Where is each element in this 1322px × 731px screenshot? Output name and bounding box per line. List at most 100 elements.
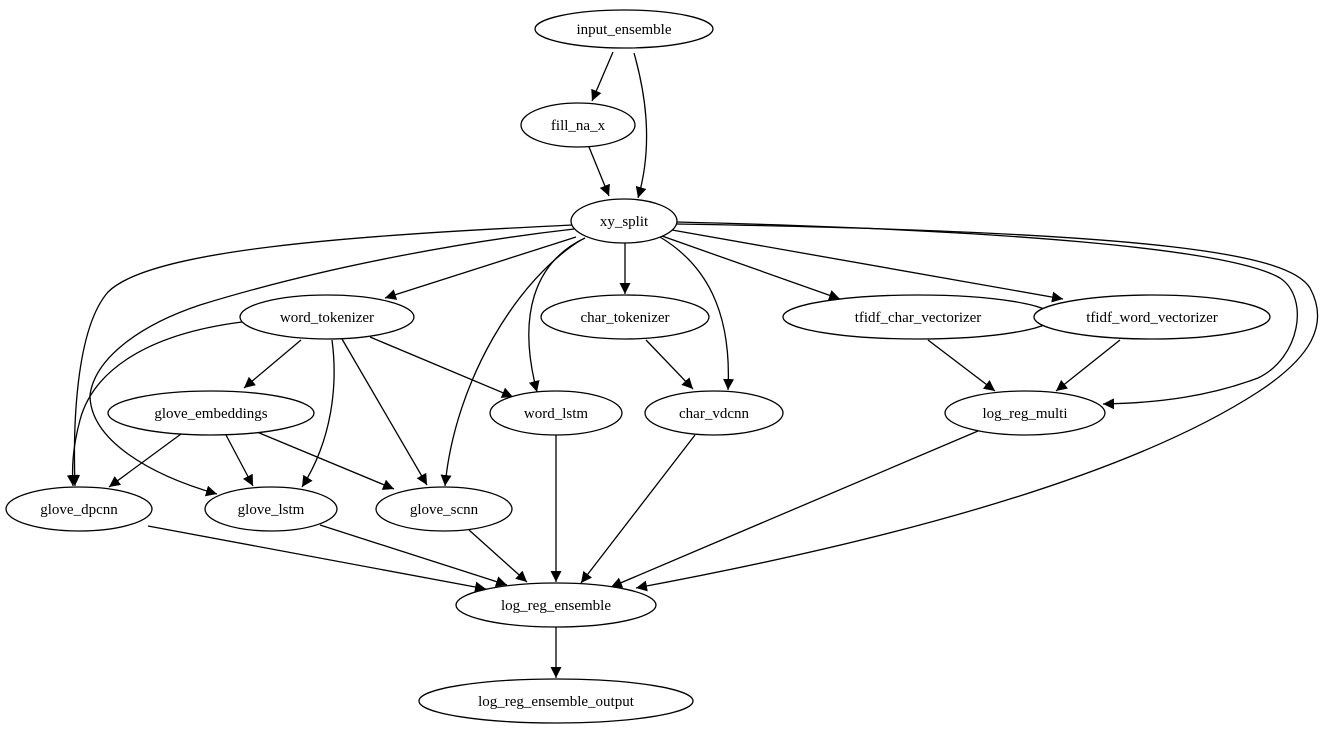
edge-glove-dpcnn-to-log-reg-ensemble (147, 525, 487, 593)
edge-fill-na-x-to-xy-split (588, 146, 610, 197)
edge-arrow (1055, 339, 1121, 392)
node-label: log_reg_ensemble (501, 598, 611, 614)
node-label: glove_lstm (238, 502, 305, 518)
edge-arrow (89, 228, 575, 497)
edge-arrow (319, 524, 508, 587)
node-label: char_vdcnn (679, 406, 749, 422)
node-label: log_reg_ensemble_output (478, 694, 635, 710)
edge-arrow (225, 434, 254, 487)
node-char-vdcnn: char_vdcnn (644, 390, 784, 436)
node-shape (455, 582, 657, 628)
edge-arrow (69, 224, 573, 487)
edge-layer (66, 51, 1319, 678)
edge-word-tokenizer-to-glove-scnn (341, 338, 428, 486)
edge-glove-embeddings-to-glove-lstm (225, 434, 254, 487)
edge-arrow (635, 223, 1319, 592)
edge-word-tokenizer-to-glove-dpcnn (66, 321, 243, 487)
edge-arrow (369, 336, 514, 398)
edge-arrow (256, 431, 395, 490)
edge-arrow (591, 51, 614, 102)
node-label: xy_split (600, 214, 649, 230)
edge-char-vdcnn-to-log-reg-ensemble (580, 434, 696, 584)
edge-word-tokenizer-to-glove-lstm (301, 339, 335, 488)
edge-xy-split-to-tfidf-char-vectorizer (661, 235, 841, 301)
edge-arrow (384, 236, 577, 300)
node-fill-na-x: fill_na_x (520, 102, 636, 148)
node-shape (375, 486, 513, 532)
node-input-ensemble: input_ensemble (534, 9, 714, 49)
node-tfidf-char-vectorizer: tfidf_char_vectorizer (782, 294, 1054, 340)
node-shape (204, 486, 338, 532)
node-shape (1033, 294, 1271, 340)
node-glove-lstm: glove_lstm (204, 486, 338, 532)
node-layer: input_ensemble fill_na_x xy_split word_toke… (5, 9, 1271, 724)
node-label: tfidf_char_vectorizer (855, 310, 982, 326)
node-glove-scnn: glove_scnn (375, 486, 513, 532)
node-word-lstm: word_lstm (489, 390, 623, 436)
edge-xy-split-to-tfidf-word-vectorizer (671, 229, 1064, 303)
edge-xy-split-to-log-reg-multi (676, 221, 1298, 410)
edge-glove-embeddings-to-glove-scnn (256, 431, 395, 490)
node-label: word_tokenizer (280, 310, 374, 326)
edge-xy-split-to-glove-lstm (89, 228, 575, 497)
node-shape (107, 390, 315, 436)
node-label: log_reg_multi (983, 406, 1068, 422)
edge-arrow (671, 229, 1064, 303)
edge-arrow (468, 529, 528, 583)
node-char-tokenizer: char_tokenizer (540, 294, 710, 340)
node-glove-dpcnn: glove_dpcnn (5, 486, 153, 532)
node-shape (644, 390, 784, 436)
node-label: tfidf_word_vectorizer (1086, 310, 1218, 326)
edge-arrow (66, 321, 243, 487)
node-shape (540, 294, 710, 340)
edge-arrow (610, 430, 979, 588)
edge-arrow (927, 339, 996, 392)
node-shape (418, 678, 694, 724)
node-shape (5, 486, 153, 532)
node-label: input_ensemble (577, 22, 672, 38)
node-label: word_lstm (524, 406, 589, 422)
edge-arrow (580, 434, 696, 584)
node-shape (489, 390, 623, 436)
edge-glove-scnn-to-log-reg-ensemble (468, 529, 528, 583)
node-shape (944, 390, 1106, 436)
node-label: glove_dpcnn (40, 502, 118, 518)
node-shape (239, 294, 415, 340)
edge-tfidf-char-vectorizer-to-log-reg-multi (927, 339, 996, 392)
node-word-tokenizer: word_tokenizer (239, 294, 415, 340)
edge-xy-split-to-log-reg-ensemble (635, 223, 1319, 592)
node-label: glove_embeddings (154, 406, 267, 422)
edge-arrow (301, 339, 335, 488)
edge-xy-split-to-char-vdcnn (659, 236, 735, 391)
edge-arrow (243, 339, 302, 389)
node-xy-split: xy_split (570, 198, 678, 244)
edge-arrow (440, 239, 582, 487)
node-label: fill_na_x (551, 118, 606, 134)
edge-xy-split-to-word-tokenizer (384, 236, 577, 300)
node-shape (570, 198, 678, 244)
node-shape (520, 102, 636, 148)
edge-arrow (659, 236, 735, 391)
edge-arrow (147, 525, 487, 593)
edge-glove-lstm-to-log-reg-ensemble (319, 524, 508, 587)
node-shape (534, 9, 714, 49)
node-tfidf-word-vectorizer: tfidf_word_vectorizer (1033, 294, 1271, 340)
node-log-reg-ensemble-output: log_reg_ensemble_output (418, 678, 694, 724)
node-log-reg-multi: log_reg_multi (944, 390, 1106, 436)
edge-tfidf-word-vectorizer-to-log-reg-multi (1055, 339, 1121, 392)
edge-input-ensemble-to-xy-split (633, 52, 648, 199)
edge-xy-split-to-glove-scnn (440, 239, 582, 487)
edge-arrow (661, 235, 841, 301)
edge-input-ensemble-to-fill-na-x (591, 51, 614, 102)
edge-arrow (588, 146, 610, 197)
edge-char-tokenizer-to-char-vdcnn (645, 339, 694, 390)
edge-word-tokenizer-to-glove-embeddings (243, 339, 302, 389)
node-label: char_tokenizer (580, 310, 669, 326)
edge-arrow (633, 52, 648, 199)
edge-arrow (108, 433, 182, 488)
edge-arrow (341, 338, 428, 486)
edge-xy-split-to-glove-dpcnn (69, 224, 573, 487)
node-label: glove_scnn (410, 502, 479, 518)
node-log-reg-ensemble: log_reg_ensemble (455, 582, 657, 628)
